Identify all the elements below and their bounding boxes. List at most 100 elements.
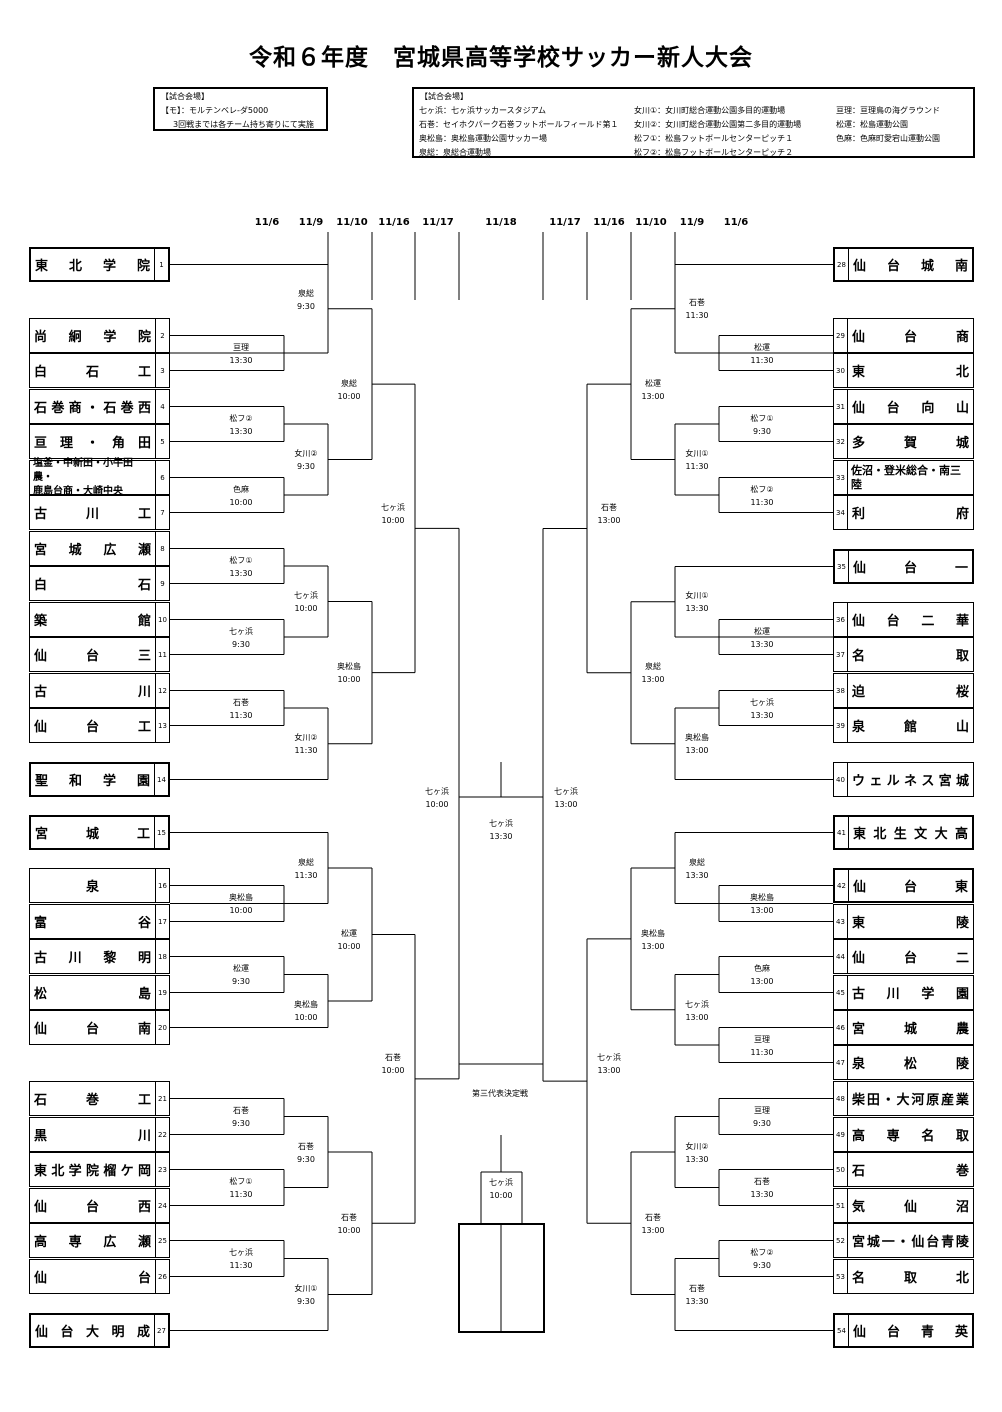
team-name: 仙台向山 [852,401,969,416]
venue-item: 泉総：泉総合運動場 [419,148,491,157]
seed-number: 53 [834,1260,848,1293]
seed-number: 39 [834,709,848,742]
team-name: 富谷 [34,916,151,931]
venue-item: 石巻：セイホクパーク石巻フットボールフィールド第１ [419,120,619,129]
team-name: 仙台青英 [853,1325,968,1340]
round-date: 11/17 [422,217,454,228]
seed-number: 19 [155,976,169,1009]
team-name: 築館 [34,614,151,629]
team-name: 古川学園 [852,987,969,1002]
team-name: 宮城広瀬 [34,543,151,558]
seed-number: 51 [834,1189,848,1222]
seed-number: 46 [834,1011,848,1044]
venue-col-2: 女川①：女川町総合運動公園多目的運動場 女川②：女川町総合運動公園第二多目的運動… [634,104,801,160]
venue-list-heading: 【試合会場】 [420,92,468,101]
venue-col-1: 七ヶ浜：七ヶ浜サッカースタジアム 石巻：セイホクパーク石巻フットボールフィールド… [419,104,618,160]
seed-number: 50 [834,1153,848,1186]
venue-item: 七ヶ浜：七ヶ浜サッカースタジアム [419,106,547,115]
team-name: 仙台二 [852,951,969,966]
team-name: 石巻工 [34,1093,151,1108]
seed-number: 30 [834,354,848,387]
team-name: 東北学院 [35,259,150,274]
team-name: 尚絅学院 [34,330,151,345]
third-place-label: 第三代表決定戦 [472,1089,528,1098]
seed-number: 18 [155,940,169,973]
team-name: 仙台三 [34,649,151,664]
team-name: 黒川 [34,1129,151,1144]
seed-number: 5 [155,425,169,458]
seed-number: 52 [834,1224,848,1257]
seed-number: 33 [834,461,848,494]
venue-item: 松運：松島運動公園 [836,120,908,129]
venue-note-box: 【試合会場】 【モ】：モルテンベレ-ダ5000 3回戦までは各チーム持ち寄りにて… [153,87,328,131]
team-name: 亘理・角田 [34,436,151,451]
round-date: 11/16 [378,217,410,228]
seed-number: 32 [834,425,848,458]
seed-number: 38 [834,674,848,707]
team-name: 古川工 [34,507,151,522]
round-date: 11/10 [336,217,368,228]
seed-number: 8 [155,532,169,565]
team-name: 東北生文大高 [853,827,968,842]
seed-number: 27 [154,1315,168,1346]
team-name: 泉館山 [852,720,969,735]
seed-number: 23 [155,1153,169,1186]
venue-item: 松フ①：松島フットボールセンターピッチ１ [634,134,794,143]
seed-number: 26 [155,1260,169,1293]
team-name: ウェルネス宮城 [852,774,969,789]
team-name: 高専名取 [852,1129,969,1144]
round-date: 11/18 [485,217,517,228]
seed-number: 25 [155,1224,169,1257]
team-name: 泉 [85,880,99,895]
team-name: 仙台 [34,1271,151,1286]
seed-number: 13 [155,709,169,742]
team-name: 佐沼・登米総合・南三陸 [851,463,961,491]
venue-item: 奥松島：奥松島運動公園サッカー場 [419,134,547,143]
round-date: 11/9 [298,217,324,228]
seed-number: 36 [834,603,848,636]
team-name: 古川 [34,685,151,700]
team-name: 宮城一・仙台青陵 [852,1235,969,1250]
